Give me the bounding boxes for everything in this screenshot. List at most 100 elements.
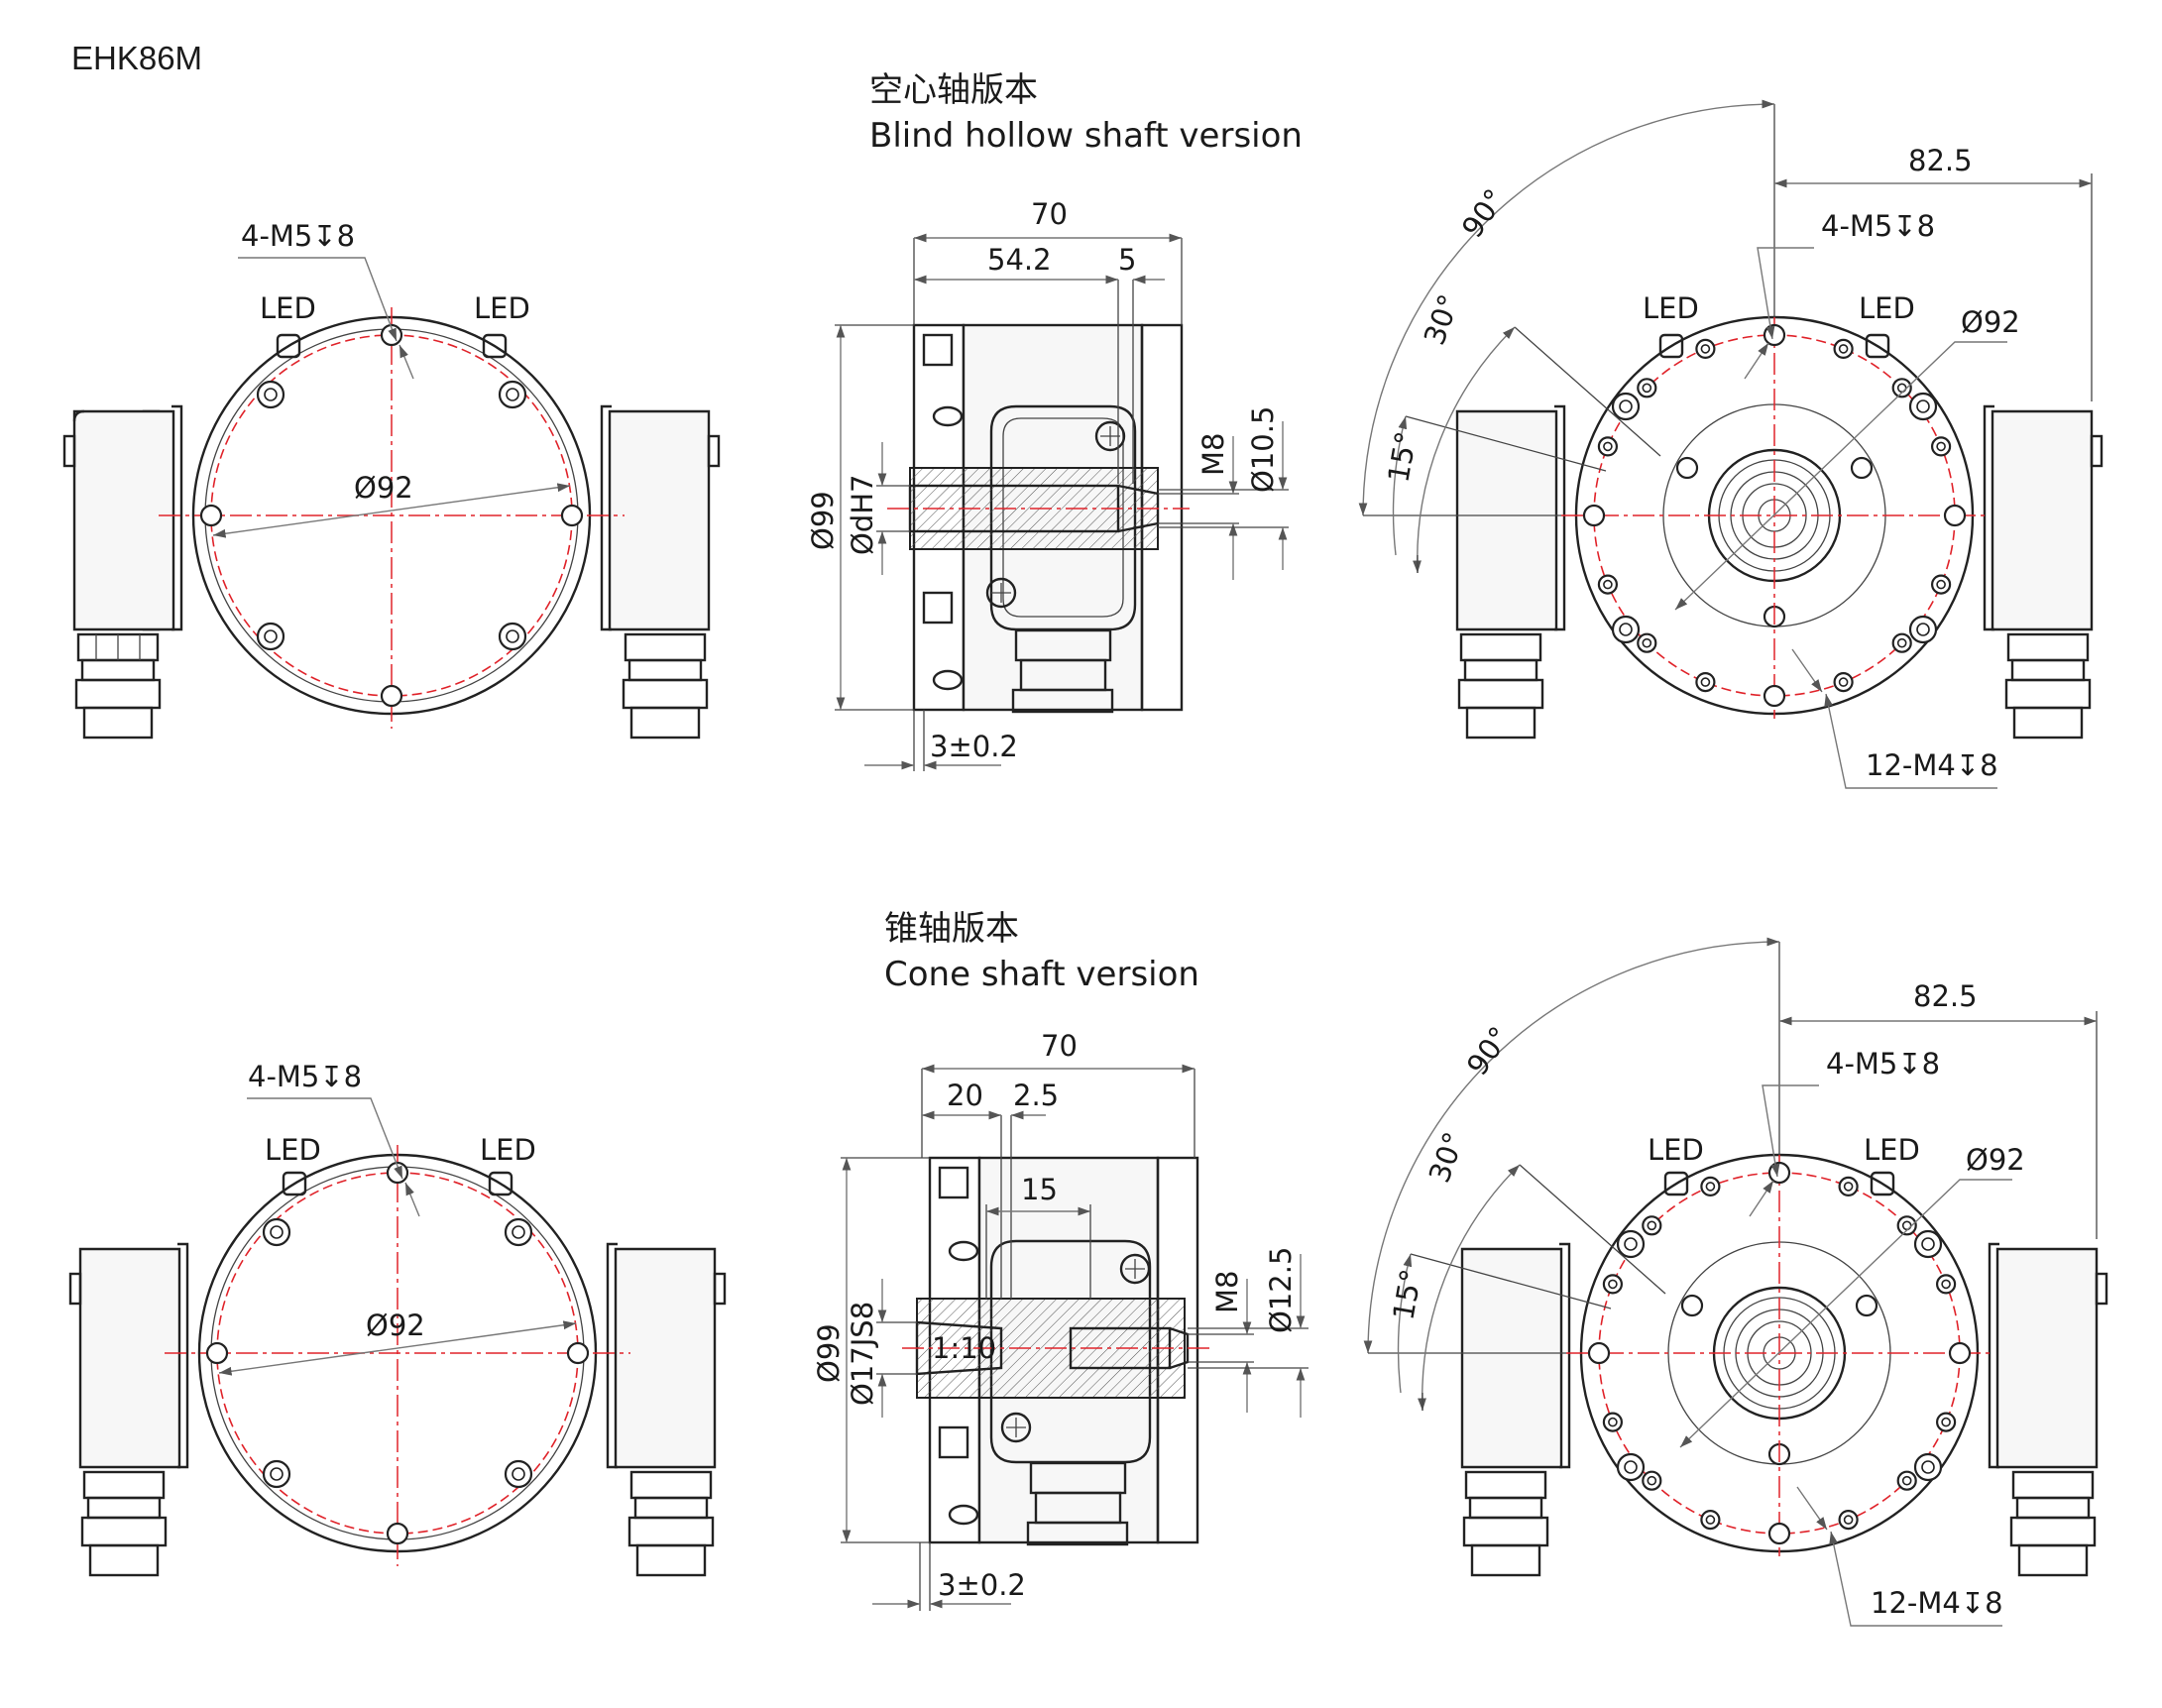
rear-hole <box>1931 436 1952 457</box>
connector-left <box>62 404 183 740</box>
rear-bolt-hole-inner <box>1921 1460 1935 1474</box>
rear-bolt-hole <box>1908 392 1938 421</box>
dim-overall: 70 <box>1041 1029 1078 1063</box>
holes-label: 12-M4↧8 <box>1866 748 1998 782</box>
bolt-label: 4-M5↧8 <box>1826 1047 1940 1081</box>
model-label: EHK86M <box>71 40 203 76</box>
dim-width: 82.5 <box>1913 979 1978 1013</box>
rear-bolt-hole <box>1908 615 1938 644</box>
rear-hole-inner <box>1838 344 1849 354</box>
angle-90: 90° <box>1455 182 1512 244</box>
rear-hole <box>1936 1412 1957 1432</box>
led-indicator-right <box>1865 333 1890 359</box>
rear-hole-inner <box>1936 441 1946 452</box>
rear-hole <box>1896 1470 1917 1491</box>
led-label-left: LED <box>260 291 316 325</box>
dim-a: 20 <box>947 1079 983 1112</box>
connector-right <box>600 404 721 740</box>
bolt-label: 4-M5↧8 <box>241 219 355 253</box>
rear-hole <box>1833 338 1854 359</box>
led-label-right: LED <box>474 291 530 325</box>
led-indicator-left <box>282 1171 307 1196</box>
rear-hole-inner <box>1896 637 1907 648</box>
section-title-hollow: 空心轴版本 Blind hollow shaft version <box>869 67 1303 159</box>
rear-hole <box>1931 574 1952 595</box>
rear-hole-inner <box>1705 1515 1716 1525</box>
rear-hole <box>1763 323 1786 347</box>
rear-hole <box>1637 632 1657 653</box>
led-label-left: LED <box>1648 1133 1704 1167</box>
rear-hole <box>1582 504 1606 527</box>
holes-label: 12-M4↧8 <box>1871 1586 2003 1620</box>
rear-bolt-hole-inner <box>1624 1460 1638 1474</box>
rear-hole <box>1695 672 1716 693</box>
dim-flange: 3±0.2 <box>930 730 1018 763</box>
pcd-label: Ø92 <box>1966 1143 2025 1177</box>
section-title-cn: 空心轴版本 <box>869 70 1038 110</box>
front-view-hollow: Ø92 4-M5↧8 LED LED <box>62 219 721 740</box>
rear-bolt-hole <box>1913 1229 1943 1259</box>
rear-hole <box>1838 1510 1859 1531</box>
rear-bolt-hole <box>1913 1452 1943 1482</box>
dim-dia-body: Ø99 <box>812 1323 846 1383</box>
rear-hole <box>1700 1176 1721 1196</box>
dim-b: 2.5 <box>1013 1079 1059 1112</box>
dim-dia-small: Ø12.5 <box>1264 1247 1298 1333</box>
dim-b: 5 <box>1118 243 1136 277</box>
rear-hole <box>1767 1161 1791 1185</box>
dim-thread: M8 <box>1210 1271 1244 1313</box>
rear-hole-inner <box>1700 677 1711 687</box>
rear-hole-inner <box>1642 637 1652 648</box>
rear-hole <box>1763 684 1786 708</box>
section-title-cn: 锥轴版本 <box>884 909 1019 949</box>
rear-bolt-hole-inner <box>1921 1237 1935 1251</box>
dim-dia-body: Ø99 <box>806 491 840 550</box>
rear-hole <box>1700 1510 1721 1531</box>
rear-hole <box>1767 1522 1791 1545</box>
rear-bolt-hole-inner <box>1916 623 1930 636</box>
rear-hole <box>1936 1274 1957 1295</box>
rear-hole <box>1833 672 1854 693</box>
rear-hole-inner <box>1608 1417 1618 1427</box>
pcd-label: Ø92 <box>366 1309 425 1342</box>
dim-overall: 70 <box>1031 197 1068 231</box>
led-indicator-left <box>276 333 301 359</box>
rear-hole <box>1602 1412 1623 1432</box>
section-title-en: Cone shaft version <box>884 955 1199 994</box>
angle-15: 15° <box>1381 429 1422 486</box>
dim-a: 54.2 <box>987 243 1052 277</box>
rear-hole-inner <box>1603 579 1613 590</box>
rear-hole <box>1891 632 1912 653</box>
dim-dia-shaft: Ø17JS8 <box>846 1302 879 1406</box>
rear-hole-inner <box>1843 1515 1854 1525</box>
bolt-label: 4-M5↧8 <box>248 1060 362 1093</box>
led-indicator-right <box>488 1171 513 1196</box>
rear-hole <box>1948 1341 1972 1365</box>
front-view-cone: Ø92 4-M5↧8 LED LED <box>68 1060 727 1577</box>
dim-width: 82.5 <box>1908 144 1973 177</box>
rear-hole <box>1637 378 1657 399</box>
rear-bolt-hole <box>1611 615 1641 644</box>
bolt-label: 4-M5↧8 <box>1821 209 1935 243</box>
rear-hole <box>1943 504 1967 527</box>
dim-dia-small: Ø10.5 <box>1246 406 1280 493</box>
led-indicator-right <box>482 333 508 359</box>
rear-hole-inner <box>1936 579 1946 590</box>
angle-90: 90° <box>1460 1020 1517 1082</box>
rear-bolt-hole-inner <box>1916 399 1930 413</box>
pcd-label: Ø92 <box>1961 305 2020 339</box>
rear-hole <box>1642 1470 1662 1491</box>
rear-view-cone: 82.5 90° 30° 15° 4-M5↧8 LED LED Ø92 12-M… <box>1363 937 2108 1627</box>
led-label-left: LED <box>1643 291 1699 325</box>
rear-bolt-hole-inner <box>1619 623 1633 636</box>
led-label-left: LED <box>265 1133 321 1167</box>
led-label-right: LED <box>1864 1133 1920 1167</box>
rear-hole <box>1838 1176 1859 1196</box>
rear-hole <box>1891 378 1912 399</box>
rear-bolt-hole <box>1616 1452 1646 1482</box>
rear-hole <box>1597 436 1618 457</box>
rear-hole-inner <box>1941 1279 1951 1290</box>
led-indicator-right <box>1870 1171 1895 1196</box>
rear-hole <box>1602 1274 1623 1295</box>
